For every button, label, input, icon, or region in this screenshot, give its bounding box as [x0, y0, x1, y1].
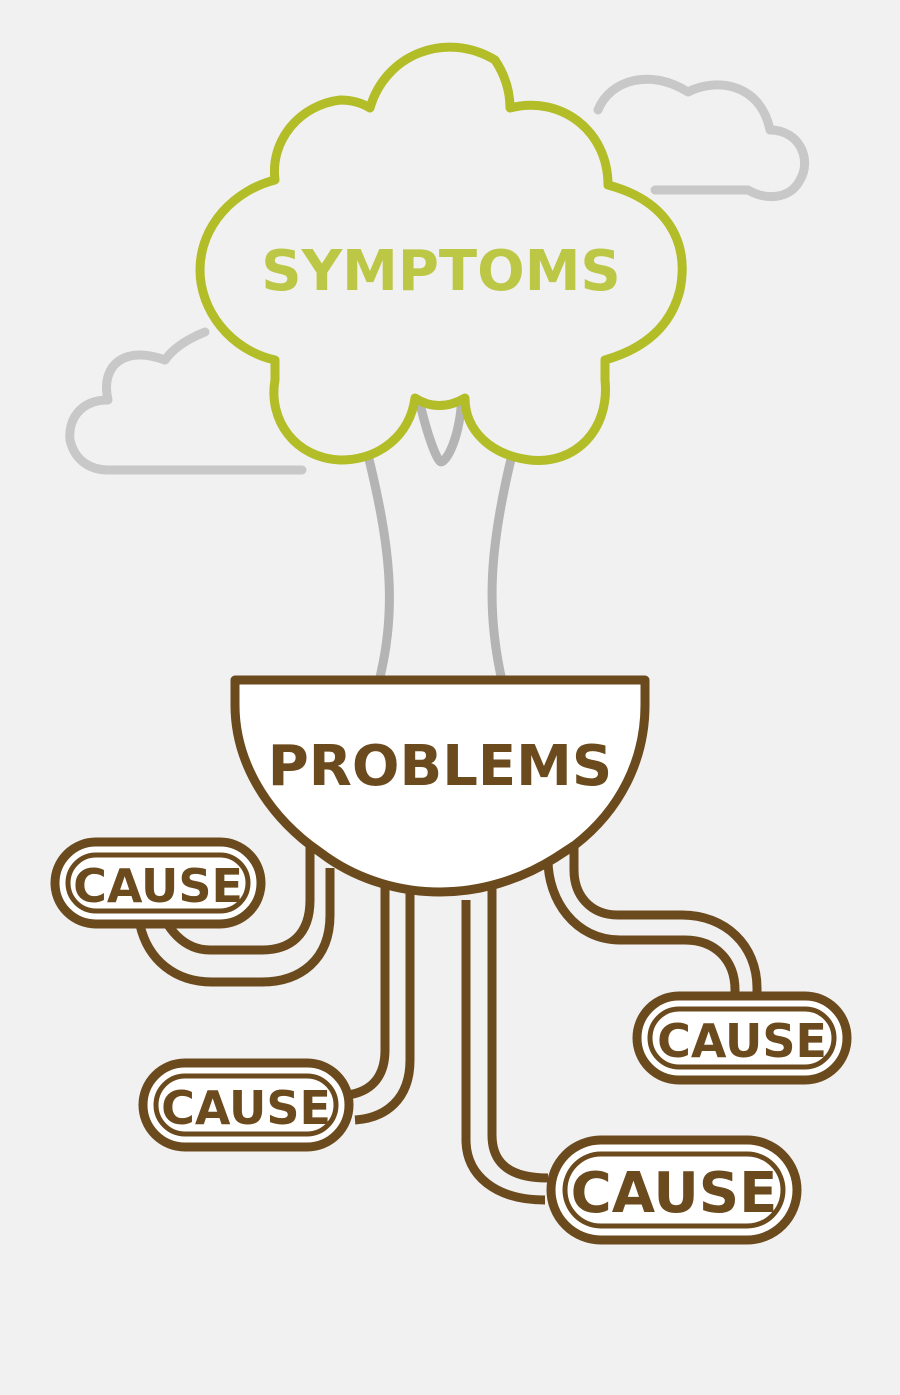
- problems-label: PROBLEMS: [268, 734, 612, 799]
- cause-connectors: [135, 840, 762, 1205]
- cause-label-3: CAUSE: [657, 1014, 827, 1068]
- cause-pill-4: CAUSE: [546, 1135, 802, 1245]
- tree-trunk: [363, 390, 517, 690]
- cause-label-1: CAUSE: [73, 859, 243, 913]
- symptoms-label: SYMPTOMS: [261, 239, 621, 304]
- background-cloud-left: [65, 327, 307, 475]
- cause-pill-2: CAUSE: [138, 1058, 354, 1152]
- cause-pill-3: CAUSE: [632, 991, 852, 1085]
- background-cloud-right: [593, 74, 809, 202]
- cause-label-4: CAUSE: [571, 1161, 778, 1226]
- cause-label-2: CAUSE: [161, 1081, 331, 1135]
- symptoms-cloud: [195, 42, 687, 465]
- problems-bowl: [230, 675, 650, 897]
- cause-pill-1: CAUSE: [50, 837, 266, 929]
